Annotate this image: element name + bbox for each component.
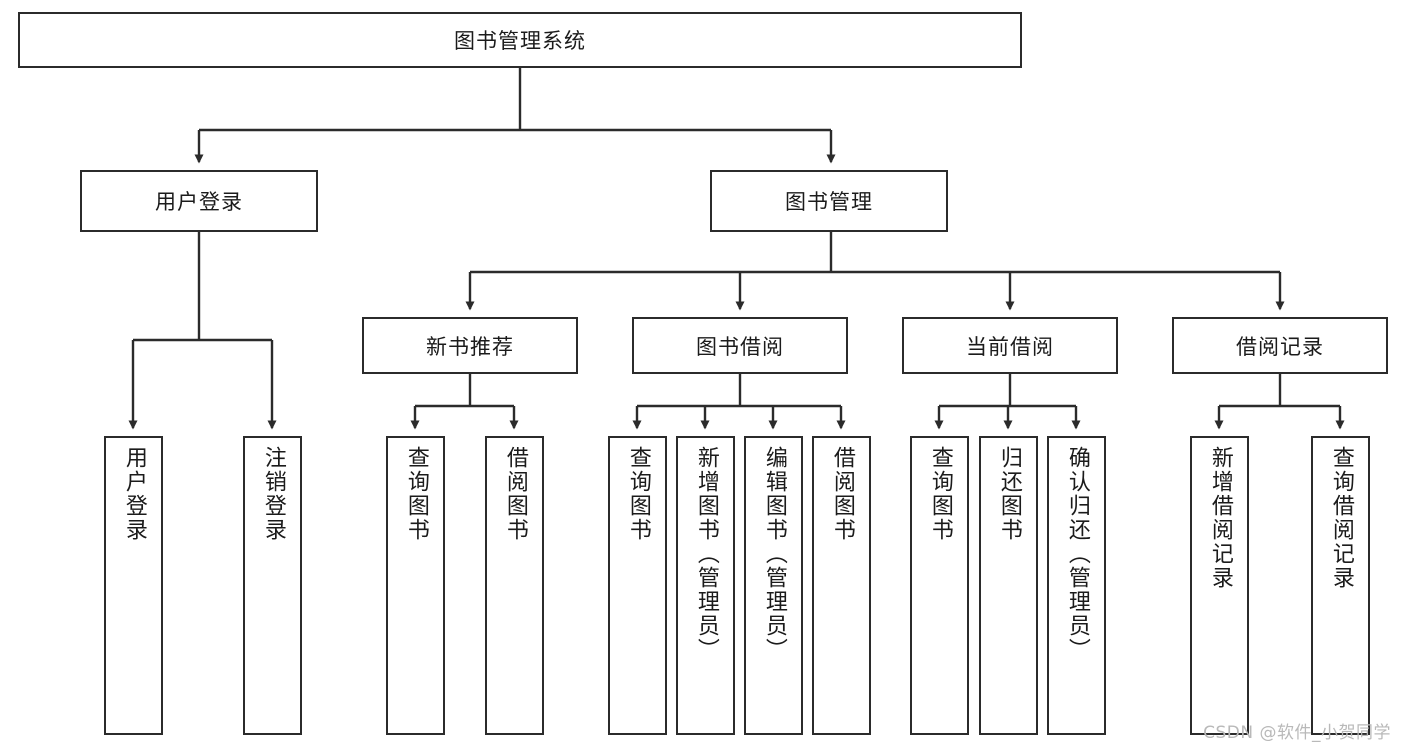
node-user-login[interactable]: 用户登录 — [80, 170, 318, 232]
node-new-book-recommend-label: 新书推荐 — [426, 334, 514, 359]
node-root[interactable]: 图书管理系统 — [18, 12, 1022, 68]
leaf-user-login-label: 用户登录 — [121, 446, 147, 542]
leaf-borrow-book-label: 借阅图书 — [829, 446, 855, 542]
node-user-login-label: 用户登录 — [155, 190, 243, 214]
leaf-query-borrow-record-label: 查询借阅记录 — [1328, 446, 1354, 590]
node-book-borrow[interactable]: 图书借阅 — [632, 317, 848, 374]
leaf-query-book-borrow[interactable]: 查询图书 — [608, 436, 667, 735]
leaf-add-book-admin-label: 新增图书（管理员） — [693, 446, 719, 662]
leaf-query-book-current-label: 查询图书 — [927, 446, 953, 542]
leaf-user-logout[interactable]: 注销登录 — [243, 436, 302, 735]
leaf-add-borrow-record[interactable]: 新增借阅记录 — [1190, 436, 1249, 735]
leaf-query-book-recommend-label: 查询图书 — [403, 446, 429, 542]
leaf-query-book-recommend[interactable]: 查询图书 — [386, 436, 445, 735]
leaf-query-borrow-record[interactable]: 查询借阅记录 — [1311, 436, 1370, 735]
leaf-edit-book-admin[interactable]: 编辑图书（管理员） — [744, 436, 803, 735]
leaf-add-book-admin[interactable]: 新增图书（管理员） — [676, 436, 735, 735]
node-current-borrow[interactable]: 当前借阅 — [902, 317, 1118, 374]
node-borrow-record[interactable]: 借阅记录 — [1172, 317, 1388, 374]
leaf-borrow-book-recommend[interactable]: 借阅图书 — [485, 436, 544, 735]
leaf-confirm-return-admin[interactable]: 确认归还（管理员） — [1047, 436, 1106, 735]
leaf-borrow-book-recommend-label: 借阅图书 — [502, 446, 528, 542]
node-book-borrow-label: 图书借阅 — [696, 334, 784, 359]
leaf-user-logout-label: 注销登录 — [260, 446, 286, 542]
leaf-borrow-book[interactable]: 借阅图书 — [812, 436, 871, 735]
node-borrow-record-label: 借阅记录 — [1236, 334, 1324, 359]
leaf-confirm-return-admin-label: 确认归还（管理员） — [1064, 446, 1090, 662]
node-new-book-recommend[interactable]: 新书推荐 — [362, 317, 578, 374]
leaf-edit-book-admin-label: 编辑图书（管理员） — [761, 446, 787, 662]
node-book-management-label: 图书管理 — [785, 190, 873, 214]
leaf-query-book-current[interactable]: 查询图书 — [910, 436, 969, 735]
watermark: CSDN @软件_小贺同学 — [1203, 723, 1391, 743]
leaf-user-login[interactable]: 用户登录 — [104, 436, 163, 735]
leaf-return-book-label: 归还图书 — [996, 446, 1022, 542]
node-book-management[interactable]: 图书管理 — [710, 170, 948, 232]
node-current-borrow-label: 当前借阅 — [966, 334, 1054, 359]
leaf-return-book[interactable]: 归还图书 — [979, 436, 1038, 735]
node-root-label: 图书管理系统 — [454, 29, 586, 53]
leaf-add-borrow-record-label: 新增借阅记录 — [1207, 446, 1233, 590]
leaf-query-book-borrow-label: 查询图书 — [625, 446, 651, 542]
